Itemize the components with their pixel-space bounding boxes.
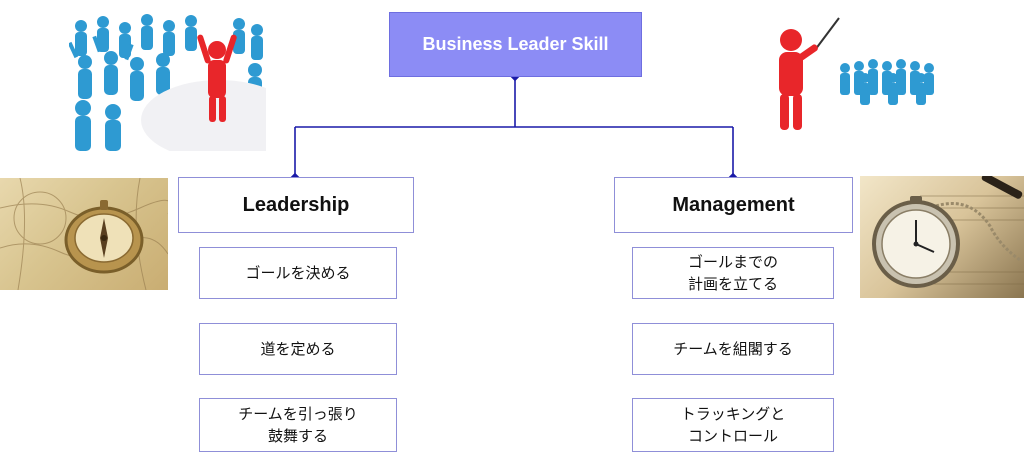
- leadership-item-2-label: 道を定める: [260, 340, 336, 358]
- root-node: Business Leader Skill: [389, 12, 642, 77]
- root-node-label: Business Leader Skill: [422, 34, 609, 54]
- leadership-item-1-label: ゴールを決める: [245, 264, 351, 282]
- leadership-item-2: 道を定める: [199, 323, 397, 375]
- management-item-2: チームを組閣する: [632, 323, 834, 375]
- management-item-2-label: チームを組閣する: [673, 340, 793, 358]
- management-item-1-label: ゴールまでの 計画を立てる: [687, 253, 778, 293]
- compass-on-map-icon: [0, 178, 168, 290]
- leadership-item-3: チームを引っ張り 鼓舞する: [199, 398, 397, 452]
- management-item-1: ゴールまでの 計画を立てる: [632, 247, 834, 299]
- leadership-node: Leadership: [178, 177, 414, 233]
- leadership-item-1: ゴールを決める: [199, 247, 397, 299]
- leadership-node-label: Leadership: [242, 193, 350, 216]
- pocket-watch-icon: [860, 176, 1024, 298]
- leadership-item-3-label: チームを引っ張り 鼓舞する: [238, 405, 358, 445]
- management-item-3-label: トラッキングと コントロール: [680, 405, 786, 445]
- management-node-label: Management: [672, 193, 795, 216]
- presenter-pointing-at-team-icon: [763, 10, 943, 138]
- management-node: Management: [614, 177, 853, 233]
- crowd-cheering-leader-icon: [69, 12, 266, 151]
- management-item-3: トラッキングと コントロール: [632, 398, 834, 452]
